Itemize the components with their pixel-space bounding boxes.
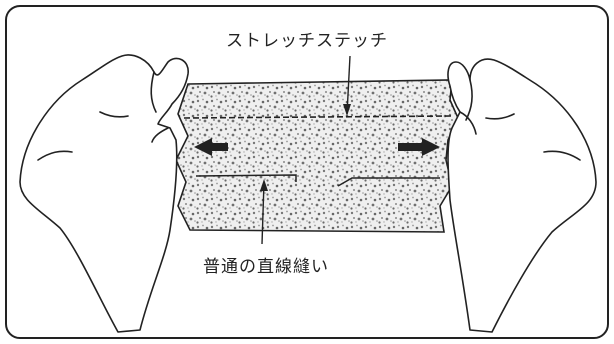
stretch-stitch-label: ストレッチステッチ <box>226 31 388 51</box>
straight-stitch-line-right <box>337 177 440 187</box>
right-hand-icon <box>447 58 597 333</box>
straight-stitch-pointer <box>261 181 265 245</box>
left-arrow-icon <box>194 138 228 156</box>
straight-stitch-line-left <box>195 174 297 182</box>
fabric-swatch <box>175 79 459 233</box>
right-arrow-icon <box>398 138 440 156</box>
straight-stitch-label: 普通の直線縫い <box>203 257 329 277</box>
left-hand-icon <box>19 54 189 333</box>
